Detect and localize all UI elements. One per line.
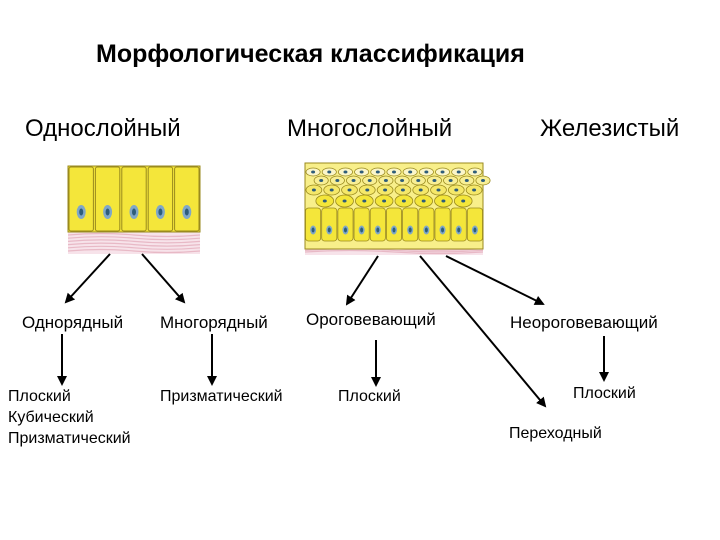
stratified-epithelium-illustration	[304, 162, 491, 255]
leaf-columnar: Призматический	[8, 430, 131, 447]
columnar-cell	[94, 166, 121, 232]
columnar-cell	[121, 166, 147, 232]
basal-cell	[466, 207, 483, 242]
basal-cell	[386, 207, 402, 242]
subtype-keratinizing: Ороговевающий	[306, 310, 436, 329]
basal-cell	[353, 207, 370, 242]
single-layer-epithelium-illustration	[67, 165, 201, 254]
leaf-squamous: Плоский	[8, 388, 71, 405]
leaf-keratinizing-squamous: Плоский	[338, 388, 401, 405]
single-layer-cells	[68, 166, 200, 232]
arrow-to-non-keratinizing	[445, 255, 545, 305]
basal-cell	[305, 207, 322, 242]
arrow-to-multi-row	[141, 253, 186, 304]
columnar-cell	[147, 166, 174, 232]
stratified-cells	[305, 167, 491, 242]
basal-cell	[402, 207, 419, 242]
category-single-layer: Однослойный	[25, 115, 181, 142]
leaf-non-keratinizing-squamous: Плоский	[573, 385, 636, 402]
basal-cell	[418, 207, 435, 242]
subtype-multi-row: Многорядный	[160, 313, 268, 332]
basal-cell	[321, 207, 338, 242]
category-glandular: Железистый	[540, 115, 680, 142]
subtype-non-keratinizing: Неороговевающий	[510, 313, 658, 332]
basement-membrane	[67, 232, 201, 254]
arrow-to-single-row	[64, 253, 111, 304]
subtype-single-row: Однорядный	[22, 313, 124, 332]
leaf-multi-row-columnar: Призматический	[160, 388, 283, 405]
arrow-to-keratinizing	[345, 255, 379, 306]
columnar-cell	[174, 166, 200, 232]
basal-cell	[369, 207, 386, 242]
basal-cell	[434, 207, 451, 242]
basal-cell	[450, 207, 467, 242]
leaf-cuboidal: Кубический	[8, 409, 94, 426]
basal-cell	[337, 207, 354, 242]
columnar-cell	[68, 166, 94, 232]
leaf-transitional: Переходный	[509, 425, 602, 442]
diagram-title: Морфологическая классификация	[96, 40, 525, 68]
arrow-to-transitional	[419, 255, 547, 408]
category-multi-layer: Многослойный	[287, 115, 453, 142]
arrows	[57, 253, 609, 408]
